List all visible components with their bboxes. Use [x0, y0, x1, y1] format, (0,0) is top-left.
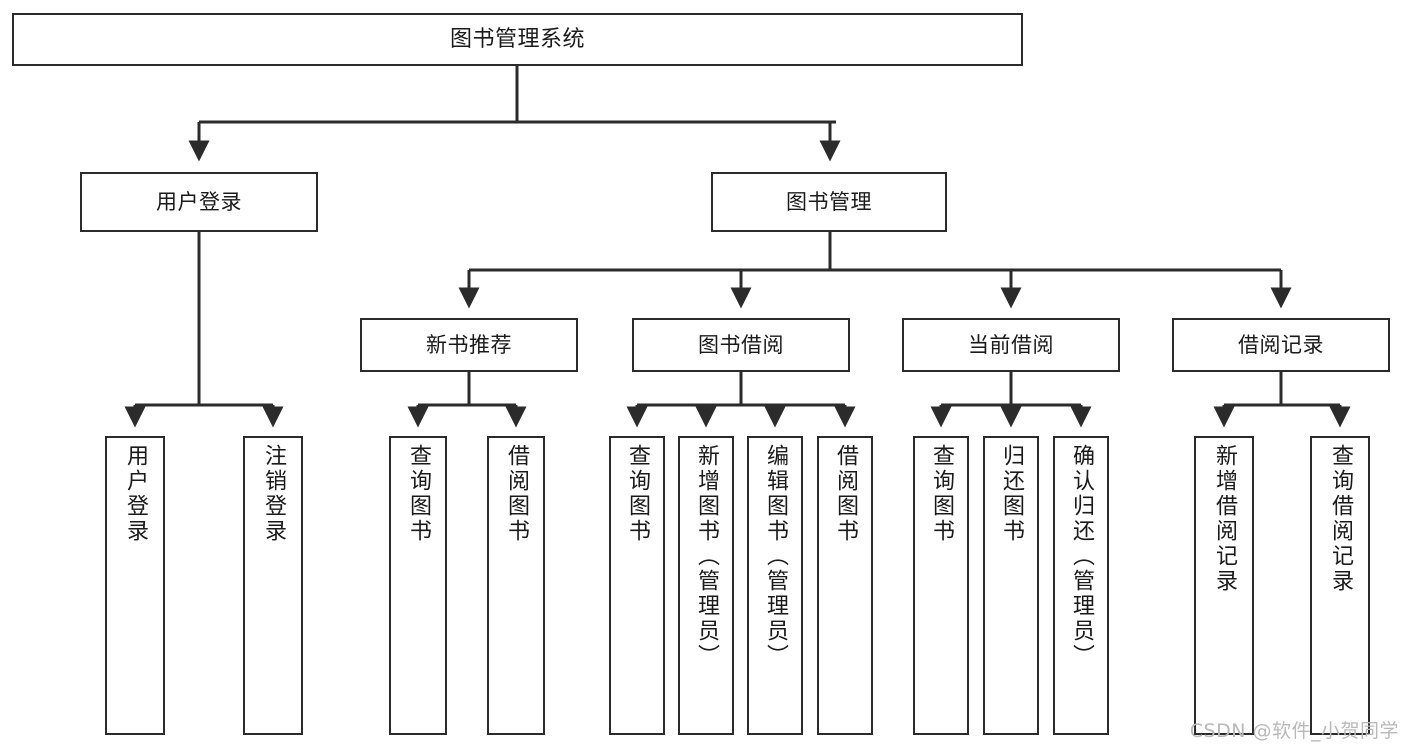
node-book-manage-label: 图书管理: [786, 189, 872, 214]
leaf-label: 注销登录: [261, 444, 286, 544]
node-new-book[interactable]: 新书推荐: [360, 318, 578, 372]
leaf-borrow-record-1[interactable]: 新增借阅记录: [1194, 436, 1254, 735]
leaf-label: 查询图书: [929, 444, 954, 544]
node-root-label: 图书管理系统: [449, 26, 585, 52]
leaf-book-borrow-4[interactable]: 借阅图书: [817, 436, 873, 735]
leaf-label: 新增借阅记录: [1212, 444, 1237, 594]
leaf-label: 借阅图书: [833, 444, 858, 544]
leaf-user-login-2[interactable]: 注销登录: [243, 436, 303, 735]
leaf-label: 用户登录: [123, 444, 148, 544]
leaf-label: 借阅图书: [504, 444, 529, 544]
leaf-label: 查询图书: [406, 444, 431, 544]
node-root[interactable]: 图书管理系统: [12, 13, 1023, 66]
node-current-borrow[interactable]: 当前借阅: [902, 318, 1120, 372]
leaf-current-borrow-1[interactable]: 查询图书: [913, 436, 969, 735]
leaf-new-book-2[interactable]: 借阅图书: [487, 436, 545, 735]
leaf-label: 编辑图书（管理员）: [763, 444, 788, 669]
node-user-login[interactable]: 用户登录: [80, 172, 318, 232]
node-current-borrow-label: 当前借阅: [968, 332, 1054, 357]
leaf-new-book-1[interactable]: 查询图书: [389, 436, 447, 735]
leaf-borrow-record-2[interactable]: 查询借阅记录: [1310, 436, 1370, 735]
leaf-current-borrow-2[interactable]: 归还图书: [983, 436, 1039, 735]
leaf-book-borrow-3[interactable]: 编辑图书（管理员）: [747, 436, 803, 735]
watermark: CSDN @软件_小贺同学: [1189, 720, 1399, 742]
leaf-current-borrow-3[interactable]: 确认归还（管理员）: [1053, 436, 1109, 735]
leaf-book-borrow-2[interactable]: 新增图书（管理员）: [678, 436, 734, 735]
node-new-book-label: 新书推荐: [426, 332, 512, 357]
leaf-book-borrow-1[interactable]: 查询图书: [609, 436, 665, 735]
node-borrow-record-label: 借阅记录: [1238, 332, 1324, 357]
leaf-label: 查询借阅记录: [1328, 444, 1353, 594]
node-user-login-label: 用户登录: [156, 189, 242, 214]
leaf-label: 确认归还（管理员）: [1069, 444, 1094, 669]
leaf-label: 查询图书: [625, 444, 650, 544]
node-book-borrow-label: 图书借阅: [698, 332, 784, 357]
node-borrow-record[interactable]: 借阅记录: [1172, 318, 1390, 372]
node-book-manage[interactable]: 图书管理: [711, 172, 947, 232]
leaf-label: 归还图书: [999, 444, 1024, 544]
node-book-borrow[interactable]: 图书借阅: [632, 318, 850, 372]
leaf-label: 新增图书（管理员）: [694, 444, 719, 669]
leaf-user-login-1[interactable]: 用户登录: [105, 436, 165, 735]
